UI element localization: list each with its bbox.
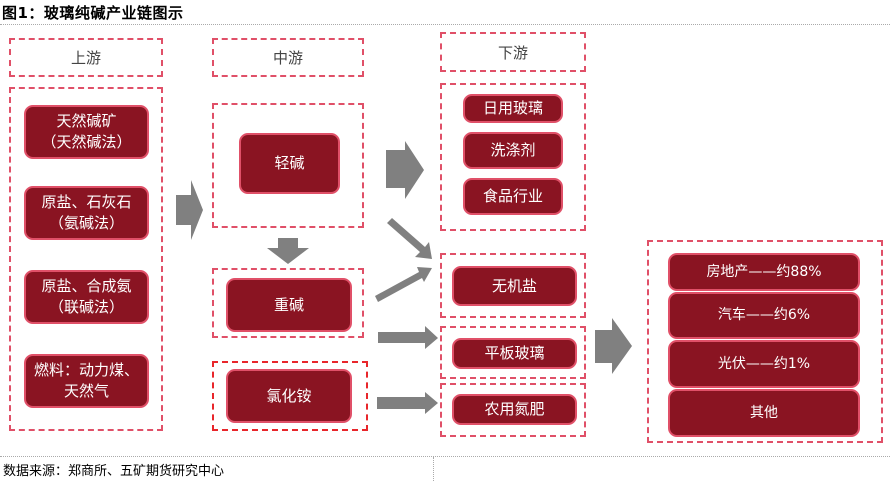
footer-separator [433, 457, 434, 481]
item-label: 农用氮肥 [484, 400, 545, 418]
terminal-item-real-estate: 房地产——约88% [668, 253, 860, 291]
terminal-item-auto: 汽车——约6% [668, 292, 860, 339]
data-source: 数据来源：郑商所、五矿期货研究中心 [3, 464, 225, 479]
flat-glass-group [440, 326, 586, 379]
terminal-item-pv: 光伏——约1% [668, 340, 860, 388]
item-label: 汽车——约6% [717, 307, 811, 323]
downstream-item-detergent: 洗涤剂 [463, 132, 563, 169]
downstream-header: 下游 [440, 32, 586, 72]
arrow-upstream-to-midstream [176, 180, 203, 240]
midstream-header-label: 中游 [272, 49, 303, 67]
item-line1: 原盐、合成氨 [41, 277, 132, 295]
item-line2: （联碱法） [48, 298, 124, 316]
midstream-item-heavy-soda: 重碱 [226, 278, 352, 332]
figure-title: 图1：玻璃纯碱产业链图示 [2, 4, 184, 22]
midstream-header: 中游 [212, 38, 364, 77]
downstream-header-label: 下游 [497, 43, 528, 62]
arrow-heavy-to-flat-glass [378, 326, 438, 349]
upstream-group [9, 87, 163, 431]
downstream-item-inorganic-salt: 无机盐 [452, 266, 577, 306]
item-label: 无机盐 [491, 276, 537, 295]
heavy-soda-group [212, 268, 364, 338]
item-label: 光伏——约1% [717, 355, 811, 372]
arrow-light-soda-to-downstream [386, 141, 424, 199]
midstream-item-ammonium-chloride: 氯化铵 [226, 369, 352, 423]
upstream-header-label: 上游 [70, 49, 101, 67]
ammonium-chloride-group [212, 361, 368, 431]
upstream-item-joint-soda: 原盐、合成氨 （联碱法） [24, 270, 149, 324]
light-soda-group [212, 103, 364, 228]
downstream-item-flat-glass: 平板玻璃 [452, 338, 577, 369]
light-soda-uses-group [440, 83, 586, 231]
fertilizer-group [440, 383, 586, 437]
item-line1: 天然碱矿 [56, 112, 117, 130]
arrow-light-to-heavy [267, 238, 309, 264]
item-line1: 燃料：动力煤、 [33, 361, 139, 379]
upstream-item-fuel: 燃料：动力煤、天然气 [24, 354, 149, 408]
arrow-flat-glass-to-terminal [595, 318, 632, 374]
item-label: 洗涤剂 [490, 141, 536, 159]
item-label: 平板玻璃 [484, 344, 545, 362]
arrow-light-to-inorganic-salt [387, 218, 432, 259]
bottom-divider [0, 456, 890, 457]
item-line2: （氨碱法） [48, 214, 124, 232]
item-label: 食品行业 [482, 187, 543, 205]
downstream-item-fertilizer: 农用氮肥 [452, 394, 577, 425]
item-label: 日用玻璃 [482, 99, 543, 117]
item-label: 重碱 [273, 295, 304, 314]
upstream-header: 上游 [9, 38, 163, 77]
arrow-ammonium-to-fertilizer [377, 392, 438, 414]
item-label: 其他 [750, 404, 778, 421]
item-label: 氯化铵 [266, 386, 312, 405]
upstream-item-ammonia-soda: 原盐、石灰石 （氨碱法） [24, 186, 149, 240]
terminal-item-other: 其他 [668, 389, 860, 437]
item-line2: 天然气 [63, 382, 109, 400]
terminal-demand-group [647, 240, 883, 443]
item-label: 房地产——约88% [706, 263, 822, 280]
midstream-item-light-soda: 轻碱 [239, 133, 340, 194]
arrow-heavy-to-inorganic-salt [375, 267, 432, 302]
downstream-item-daily-glass: 日用玻璃 [463, 94, 563, 123]
downstream-item-food: 食品行业 [463, 178, 563, 215]
item-label: 轻碱 [274, 154, 305, 172]
upstream-item-natural-soda: 天然碱矿 （天然碱法） [24, 105, 149, 159]
item-line2: （天然碱法） [41, 133, 132, 151]
inorganic-salt-group [440, 253, 586, 318]
top-divider [0, 24, 890, 25]
item-line1: 原盐、石灰石 [41, 193, 132, 211]
